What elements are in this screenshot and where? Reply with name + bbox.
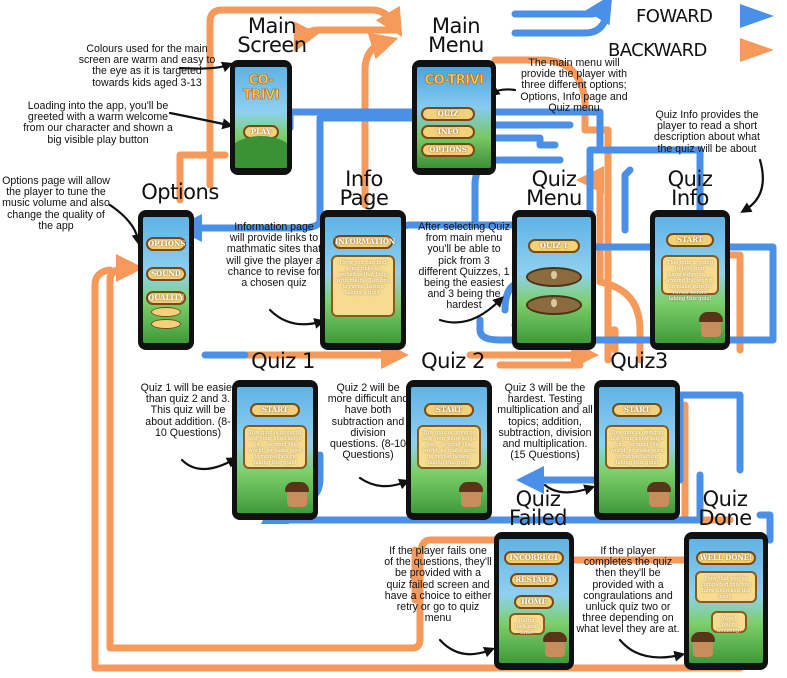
phone-main-menu: CO-TRIVI QUIZ INFO OPTIONS [412,60,496,175]
quiz1-select-button[interactable]: QUIZ 1 [528,239,580,253]
note-failed: If the player fails one of the questions… [384,545,492,625]
info-scroll: Here you can find some links to websites… [331,255,395,317]
quiz-info-scroll: This quiz is going to test your knowledg… [660,255,720,302]
phone-info-page: INFORMATION Here you can find some links… [320,210,406,350]
wow-scroll: Wow! You're amazing. [711,611,747,634]
restart-button[interactable]: RESTART [510,573,558,587]
quiz1-scroll: This quiz is going to test your knowledg… [243,425,307,469]
start-button[interactable]: START [666,233,714,247]
note-info: Information page will provide links to m… [226,221,322,290]
information-heading: INFORMATION [333,235,395,249]
info-menu-button[interactable]: INFO [421,125,476,139]
slider-blob[interactable] [151,307,181,317]
quiz2-wheel[interactable] [525,267,583,287]
main-screen-display: CO-TRIVI PLAY [235,67,287,168]
start-button[interactable]: START [424,403,474,417]
title-quiz-failed: Quiz Failed [509,487,567,530]
quiz3-wheel[interactable] [525,295,583,315]
title-main-screen: Main Screen [237,14,307,57]
character-avatar [647,482,671,507]
title-quiz1: Quiz 1 [251,349,315,373]
phone-quiz2: START This quiz is going to test your kn… [406,380,492,520]
quiz3-display: START This quiz is going to test your kn… [599,387,675,513]
incorrect-banner: INCORRECT [504,551,564,565]
phone-quiz1: START This quiz is going to test your kn… [232,380,318,520]
home-button[interactable]: HOME [514,595,554,609]
title-quiz2: Quiz 2 [421,349,485,373]
note-quiz-info: Quiz Info provides the player to read a … [653,109,760,155]
done-scroll: Now that you've completed this you have … [694,571,758,603]
quiz-menu-button[interactable]: QUIZ [421,107,476,121]
note-colours: Colours used for the main screen are war… [78,43,216,89]
phone-quiz-failed: INCORRECT RESTART HOME Better luck next … [494,532,574,670]
note-quiz3: Quiz 3 will be the hardest. Testing mult… [497,382,593,462]
note-quiz1: Quiz 1 will be easier than quiz 2 and 3.… [140,382,236,439]
character-avatar [459,482,483,507]
options-title-button: OPTIONS [146,237,186,251]
quiz-menu-display: QUIZ 1 [517,217,591,343]
legend-forward-label: FOWARD [636,6,713,27]
quiz-done-display: WELL DONE! Now that you've completed thi… [689,539,763,663]
quiz2-scroll: This quiz is going to test your knowledg… [417,425,481,469]
options-display: OPTIONS SOUND QUALITY [143,217,189,343]
note-loading: Loading into the app, you'll be greeted … [23,100,173,146]
quality-button[interactable]: QUALITY [146,291,186,305]
title-options: Options [141,180,219,204]
better-luck-scroll: Better luck next time! [508,613,546,636]
phone-main-screen: CO-TRIVI PLAY [230,60,292,175]
quiz-failed-display: INCORRECT RESTART HOME Better luck next … [499,539,569,663]
character-avatar [699,312,723,337]
title-quiz-menu: Quiz Menu [526,167,582,210]
phone-quiz-menu: QUIZ 1 [512,210,596,350]
quiz3-scroll: This quiz is going to test your knowledg… [605,425,669,469]
well-done-banner: WELL DONE! [696,551,756,565]
legend-arrowheads [740,4,774,62]
phone-quiz-info: START This quiz is going to test your kn… [650,210,730,350]
quiz-info-display: START This quiz is going to test your kn… [655,217,725,343]
options-menu-button[interactable]: OPTIONS [421,143,476,157]
title-quiz-info: Quiz Info [667,167,713,210]
legend-backward-label: BACKWARD [608,40,707,61]
start-button[interactable]: START [612,403,662,417]
title-quiz-done: Quiz Done [698,487,752,530]
info-display: INFORMATION Here you can find some links… [325,217,401,343]
character-avatar [543,632,567,657]
note-options: Options page will allow the player to tu… [2,175,110,232]
character-avatar [691,632,715,657]
slider-blob[interactable] [151,319,181,329]
hill-decoration [235,135,287,168]
title-quiz3: Quiz3 [610,349,668,373]
phone-quiz3: START This quiz is going to test your kn… [594,380,680,520]
quiz2-display: START This quiz is going to test your kn… [411,387,487,513]
sound-button[interactable]: SOUND [146,267,186,281]
note-main-menu: The main menu will provide the player wi… [520,57,628,114]
app-logo: CO-TRIVI [424,73,484,89]
note-done: If the player completes the quiz then th… [576,545,680,636]
title-info-page: Info Page [339,167,389,210]
phone-options: OPTIONS SOUND QUALITY [138,210,194,350]
character-avatar [285,482,309,507]
quiz1-display: START This quiz is going to test your kn… [237,387,313,513]
title-main-menu: Main Menu [428,14,484,57]
note-selecting: After selecting Quiz from main menu you'… [418,221,510,312]
note-quiz2: Quiz 2 will be more difficult and have b… [327,382,409,462]
phone-quiz-done: WELL DONE! Now that you've completed thi… [684,532,768,670]
app-logo: CO-TRIVI [242,73,280,104]
main-menu-display: CO-TRIVI QUIZ INFO OPTIONS [417,67,491,168]
start-button[interactable]: START [250,403,300,417]
